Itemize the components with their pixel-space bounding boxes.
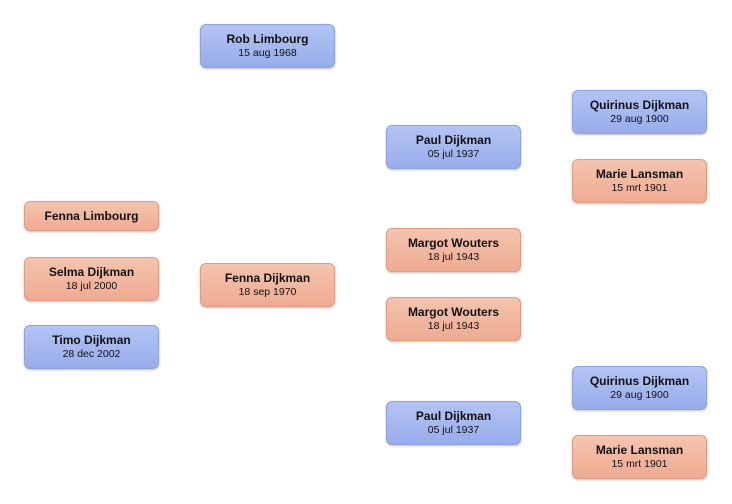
person-card-marie-lansman[interactable]: Marie Lansman 15 mrt 1901 [572, 435, 707, 479]
person-birth-date: 15 mrt 1901 [611, 182, 668, 194]
person-name: Paul Dijkman [415, 133, 492, 147]
person-name: Margot Wouters [407, 236, 500, 250]
person-birth-date: 18 jul 1943 [427, 320, 480, 332]
person-name: Marie Lansman [595, 443, 684, 457]
person-name: Rob Limbourg [226, 32, 309, 46]
person-card-marie-lansman[interactable]: Marie Lansman 15 mrt 1901 [572, 159, 707, 203]
person-name: Marie Lansman [595, 167, 684, 181]
person-card-fenna-limbourg[interactable]: Fenna Limbourg [24, 201, 159, 231]
person-card-quirinus-dijkman[interactable]: Quirinus Dijkman 29 aug 1900 [572, 90, 707, 134]
person-card-quirinus-dijkman[interactable]: Quirinus Dijkman 29 aug 1900 [572, 366, 707, 410]
person-card-fenna-dijkman[interactable]: Fenna Dijkman 18 sep 1970 [200, 263, 335, 307]
person-name: Timo Dijkman [52, 333, 131, 347]
person-card-rob-limbourg[interactable]: Rob Limbourg 15 aug 1968 [200, 24, 335, 68]
person-card-timo-dijkman[interactable]: Timo Dijkman 28 dec 2002 [24, 325, 159, 369]
person-birth-date: 29 aug 1900 [610, 389, 669, 401]
person-birth-date: 15 aug 1968 [238, 47, 297, 59]
person-birth-date: 28 dec 2002 [62, 348, 121, 360]
person-name: Margot Wouters [407, 305, 500, 319]
person-name: Fenna Limbourg [44, 208, 139, 223]
person-birth-date: 15 mrt 1901 [611, 458, 668, 470]
person-card-margot-wouters[interactable]: Margot Wouters 18 jul 1943 [386, 228, 521, 272]
person-card-paul-dijkman[interactable]: Paul Dijkman 05 jul 1937 [386, 125, 521, 169]
person-name: Quirinus Dijkman [589, 374, 690, 388]
person-birth-date: 18 jul 1943 [427, 251, 480, 263]
person-name: Fenna Dijkman [224, 271, 311, 285]
person-card-margot-wouters[interactable]: Margot Wouters 18 jul 1943 [386, 297, 521, 341]
person-birth-date: 05 jul 1937 [427, 148, 480, 160]
person-name: Quirinus Dijkman [589, 98, 690, 112]
person-birth-date: 29 aug 1900 [610, 113, 669, 125]
person-card-paul-dijkman[interactable]: Paul Dijkman 05 jul 1937 [386, 401, 521, 445]
person-card-selma-dijkman[interactable]: Selma Dijkman 18 jul 2000 [24, 257, 159, 301]
person-name: Selma Dijkman [48, 265, 135, 279]
person-birth-date: 18 jul 2000 [65, 280, 118, 292]
person-birth-date: 18 sep 1970 [238, 286, 297, 298]
person-birth-date: 05 jul 1937 [427, 424, 480, 436]
person-name: Paul Dijkman [415, 409, 492, 423]
